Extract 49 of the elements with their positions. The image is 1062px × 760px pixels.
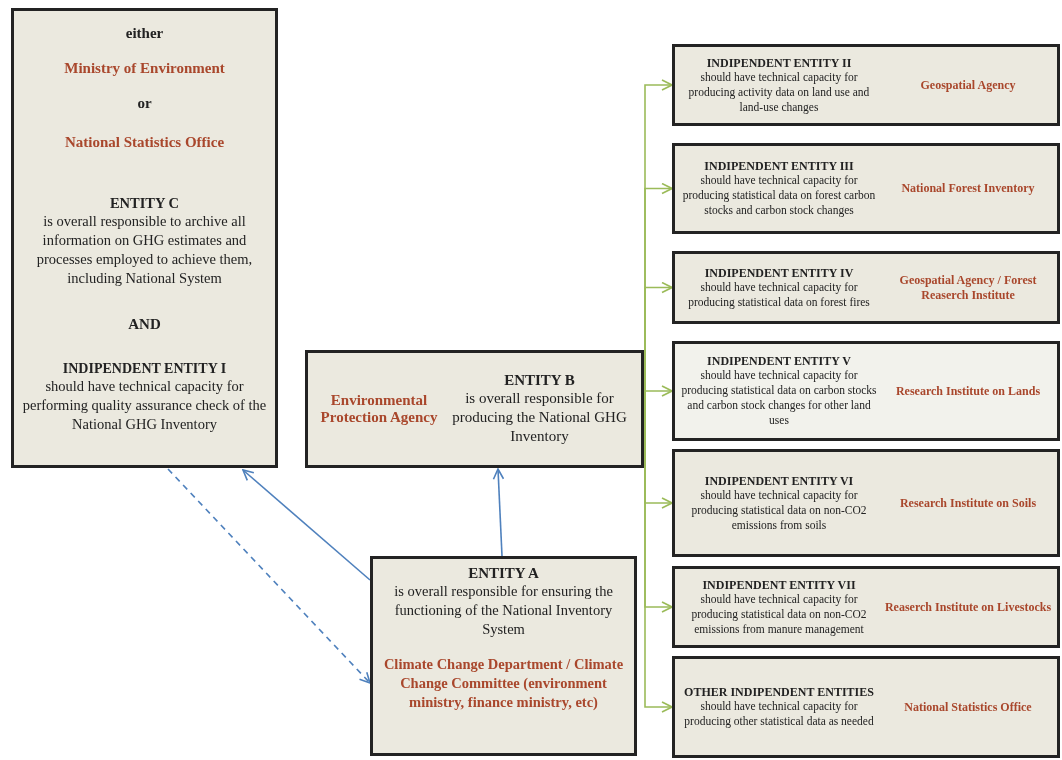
agency-name: National Forest Inventory (901, 181, 1035, 196)
responsibility-text: should have technical capacity for producing other statistical data as needed (683, 699, 875, 729)
agency-name: Climate Change Department / Climate Change Committee (environment ministry, finance ministry, etc) (382, 655, 625, 712)
entity-heading: INDIPENDENT ENTITY II (706, 55, 852, 70)
entity-box (672, 449, 1060, 557)
connector-word: either (125, 25, 164, 42)
entity-heading: INDIPENDENT ENTITY III (704, 159, 854, 173)
entity-box (672, 566, 1060, 648)
entity-heading: INDIPENDENT ENTITY VI (704, 473, 854, 488)
entity-box (672, 341, 1060, 441)
agency-name: Geospatial Agency / Forest Reaserch Institute (898, 272, 1038, 303)
entity-heading: ENTITY B (504, 372, 575, 389)
connector-word: or (137, 95, 152, 112)
entity-box (11, 8, 278, 468)
entity-box (672, 143, 1060, 234)
responsibility-text: is overall responsible for producing the National GHG Inventory (451, 389, 628, 446)
entity-heading: ENTITY C (109, 195, 180, 212)
entity-heading: INDIPENDENT ENTITY V (707, 354, 851, 368)
entity-heading: INDIPENDENT ENTITY IV (704, 265, 854, 280)
agency-name: Research Institute on Lands (895, 383, 1041, 399)
connector-word: AND (128, 316, 161, 333)
responsibility-text: is overall responsible for ensuring the functioning of the National Inventory System (393, 582, 614, 639)
responsibility-text: is overall responsible to archive all information on GHG estimates and processes employed to achieve them, including National System (35, 212, 254, 288)
entity-heading: INDIPENDENT ENTITY VII (702, 577, 856, 592)
responsibility-text: should have technical capacity for producing statistical data on carbon stocks and carbon stock changes for other land uses (680, 368, 878, 428)
entity-box (370, 556, 637, 756)
entity-heading: ENTITY A (468, 565, 539, 582)
arrow (167, 468, 371, 684)
responsibility-text: should have technical capacity for producing activity data on land use and land-use changes (687, 69, 871, 115)
responsibility-text: should have technical capacity for performing quality assurance check of the National GHG Inventory (21, 377, 268, 434)
entity-heading: INDIPENDENT ENTITY I (62, 361, 227, 377)
agency-name: Geospatial Agency (920, 77, 1016, 93)
agency-name: Research Institute on Soils (899, 495, 1037, 511)
agency-name: Ministry of Environment (64, 60, 225, 77)
responsibility-text: should have technical capacity for producing statistical data on forest fires (687, 279, 871, 310)
agency-name: National Statistics Office (904, 699, 1032, 715)
responsibility-text: should have technical capacity for producing statistical data on non-CO2 emissions from manure management (690, 591, 868, 637)
entity-box (672, 251, 1060, 324)
arrow (492, 468, 505, 557)
agency-name: Environmental Protection Agency (319, 392, 439, 426)
entity-box (672, 656, 1060, 758)
entity-heading: OTHER INDIPENDENT ENTITIES (684, 685, 874, 699)
responsibility-text: should have technical capacity for producing statistical data on non-CO2 emissions from soils (690, 487, 868, 533)
responsibility-text: should have technical capacity for producing statistical data on forest carbon stocks and carbon stock changes (681, 173, 877, 218)
entity-box (672, 44, 1060, 126)
agency-name: Reaserch Institute on Livestocks (884, 599, 1052, 615)
agency-name: National Statistics Office (64, 134, 225, 151)
arrow (242, 469, 371, 581)
entity-box (305, 350, 644, 468)
